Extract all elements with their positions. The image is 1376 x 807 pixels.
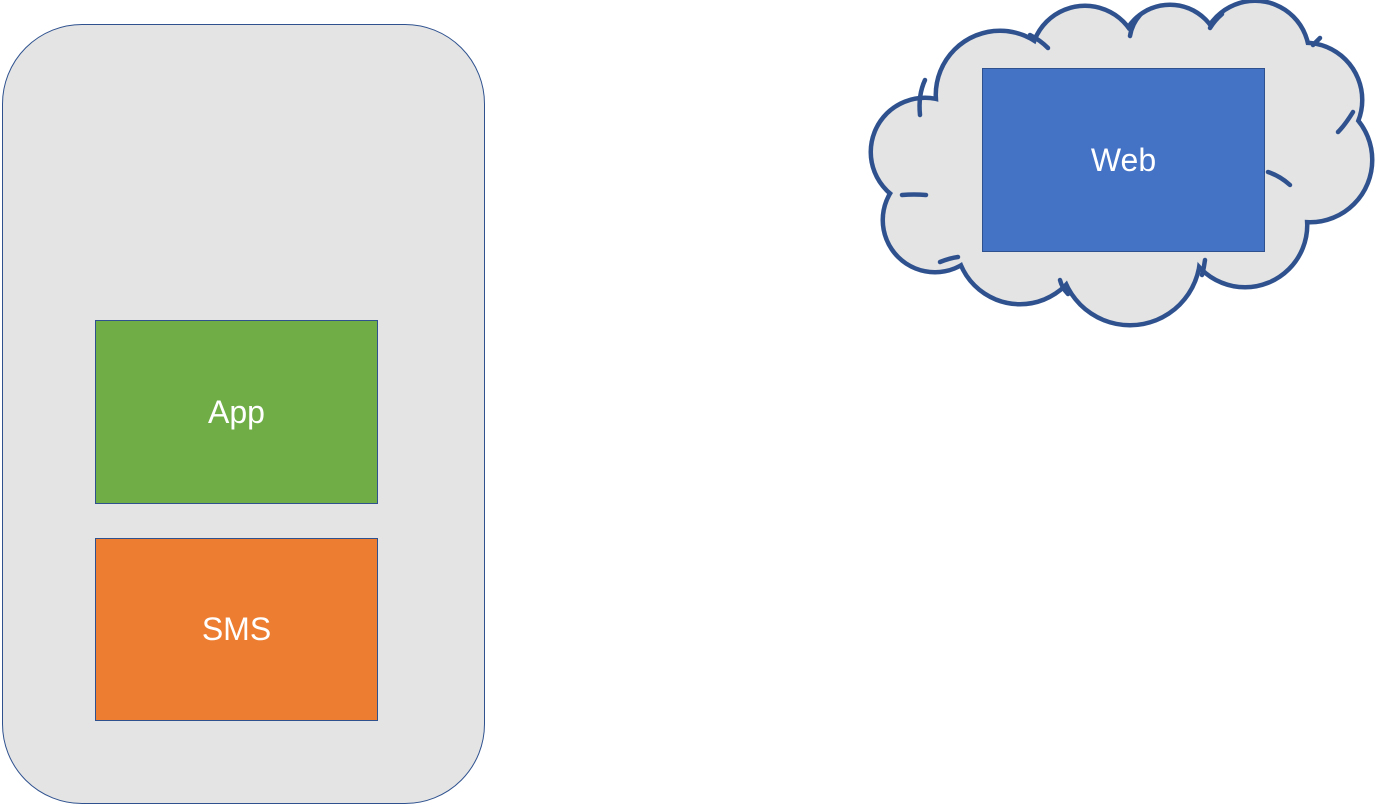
sms-box: SMS xyxy=(95,538,378,721)
web-label: Web xyxy=(1090,141,1157,178)
sms-label: SMS xyxy=(201,611,272,647)
app-box: App xyxy=(95,320,378,504)
cloud-inner-arcs xyxy=(899,11,1356,297)
app-label: App xyxy=(208,393,265,430)
web-box: Web xyxy=(982,68,1265,252)
